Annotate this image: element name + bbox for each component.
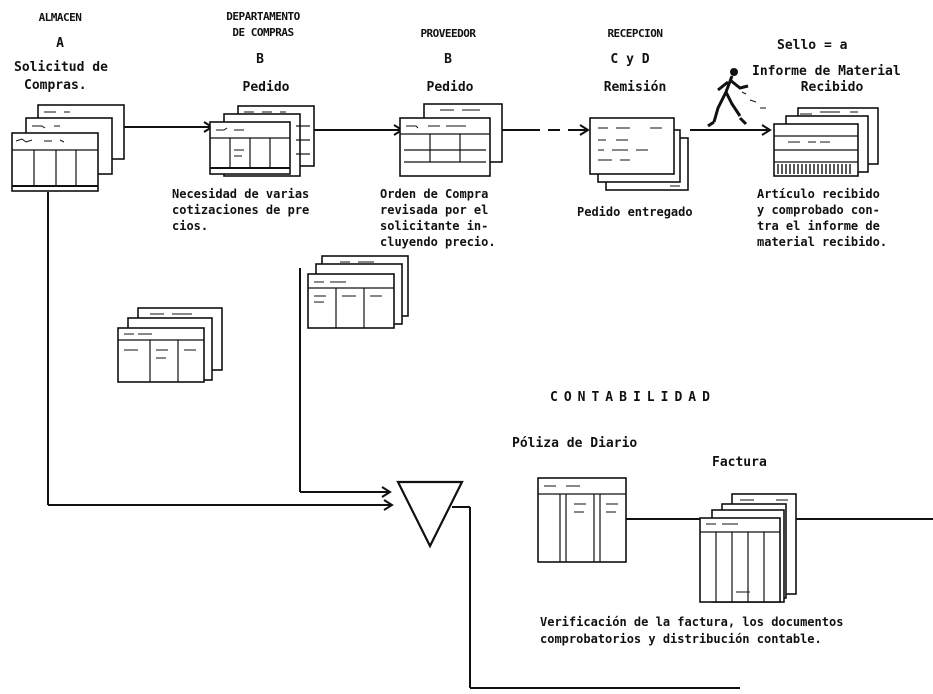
sello-note-line2: y comprobado con- [757, 202, 880, 218]
proveedor-note-line3: solicitante in- [380, 218, 488, 234]
compras-header-line2: DE COMPRAS [200, 25, 326, 41]
recepcion-header: RECEPCION [580, 26, 690, 42]
proveedor-note-line1: Orden de Compra [380, 186, 488, 202]
solicitud-title-line1: Solicitud de [14, 60, 108, 76]
compras-header-line1: DEPARTAMENTO [200, 9, 326, 25]
proveedor-header: PROVEEDOR [396, 26, 500, 42]
recepcion-letter: C y D [590, 52, 670, 68]
contabilidad-title: CONTABILIDAD [550, 390, 716, 406]
proveedor-letter: B [438, 52, 458, 68]
compras-note-line2: cotizaciones de pre [172, 202, 309, 218]
sello-header: Sello = a [777, 38, 847, 54]
archive-triangle [398, 482, 462, 546]
almacen-header: ALMACEN [30, 10, 90, 26]
informe-material-docs [774, 108, 878, 176]
pedido-compras-docs [210, 106, 314, 176]
proveedor-doc-title: Pedido [410, 80, 490, 96]
compras-doc-title: Pedido [226, 80, 306, 96]
compras-letter: B [250, 52, 270, 68]
sello-note-line3: tra el informe de [757, 218, 880, 234]
recepcion-note: Pedido entregado [577, 204, 693, 220]
informe-title-line2: Recibido [752, 80, 912, 96]
factura-docs [700, 494, 796, 602]
remision-title: Remisión [590, 80, 680, 96]
solicitud-copies-middle [118, 308, 222, 382]
proveedor-note-line2: revisada por el [380, 202, 488, 218]
poliza-title: Póliza de Diario [512, 436, 637, 452]
solicitud-title-line2: Compras. [24, 78, 87, 94]
compras-note-line3: cios. [172, 218, 208, 234]
proveedor-note-line4: cluyendo precio. [380, 234, 496, 250]
pedido-proveedor-docs [400, 104, 502, 176]
contabilidad-note-line2: comprobatorios y distribución contable. [540, 631, 822, 647]
remision-docs [590, 118, 688, 190]
compras-note-line1: Necesidad de varias [172, 186, 309, 202]
sello-note-line1: Artículo recibido [757, 186, 880, 202]
solicitud-compras-docs [12, 105, 124, 191]
factura-title: Factura [712, 455, 767, 471]
almacen-letter: A [30, 36, 90, 52]
pedido-copies-middle [308, 256, 408, 328]
sello-note-line4: material recibido. [757, 234, 887, 250]
informe-title-line1: Informe de Material [752, 64, 901, 80]
poliza-diario-doc [538, 478, 626, 562]
contabilidad-note-line1: Verificación de la factura, los document… [540, 614, 843, 630]
